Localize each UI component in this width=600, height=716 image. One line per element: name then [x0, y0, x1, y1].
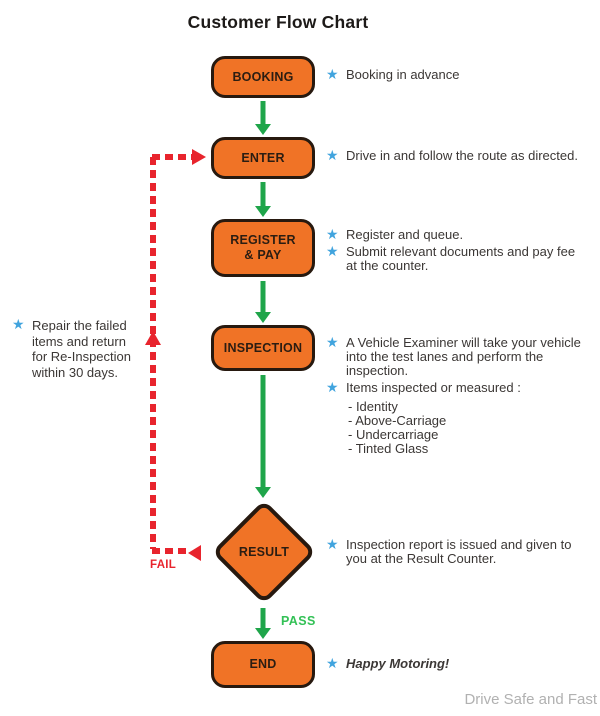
node-enter-label: ENTER — [241, 150, 285, 165]
arrow-enter-to-register-icon — [255, 182, 271, 217]
note-enter-text: Drive in and follow the route as directe… — [346, 148, 578, 163]
note-booking: ★ Booking in advance — [326, 66, 460, 82]
note-repair: ★ Repair the failed items and return for… — [12, 316, 182, 380]
watermark: Drive Safe and Fast — [464, 691, 597, 708]
node-booking: BOOKING — [211, 56, 315, 98]
node-inspection-label: INSPECTION — [223, 340, 303, 355]
note-register-1: ★ Register and queue. — [326, 226, 464, 242]
node-result: RESULT — [211, 499, 317, 605]
note-inspection-2-text: Items inspected or measured : — [346, 380, 521, 395]
star-icon: ★ — [326, 536, 339, 552]
inspection-items-list: - Identity - Above-Carriage - Undercarri… — [348, 400, 446, 456]
arrow-result-to-end-icon — [255, 608, 271, 639]
note-register-1-text: Register and queue. — [346, 227, 464, 242]
note-inspection-1-text: A Vehicle Examiner will take your vehicl… — [346, 335, 581, 378]
fail-arrowhead-right-icon — [192, 149, 206, 165]
fail-label: FAIL — [150, 559, 177, 571]
node-inspection: INSPECTION — [211, 325, 315, 371]
fail-path-bottom-horizontal — [152, 548, 187, 554]
arrow-booking-to-enter-icon — [255, 101, 271, 135]
fail-path-top-horizontal — [152, 154, 192, 160]
note-inspection-2: ★ Items inspected or measured : — [326, 379, 521, 395]
node-register-pay-label: REGISTER & PAY — [230, 233, 296, 262]
star-icon: ★ — [326, 147, 339, 163]
star-icon: ★ — [326, 243, 339, 259]
star-icon: ★ — [326, 226, 339, 242]
note-end-text: Happy Motoring! — [346, 656, 450, 671]
fail-arrowhead-left-icon — [188, 545, 201, 561]
star-icon: ★ — [326, 379, 339, 395]
note-result: ★ Inspection report is issued and given … — [326, 536, 572, 566]
inspection-item: - Tinted Glass — [348, 441, 429, 456]
note-end: ★ Happy Motoring! — [326, 655, 450, 671]
node-end-label: END — [249, 657, 277, 671]
pass-label: PASS — [281, 614, 316, 628]
inspection-item: - Undercarriage — [348, 427, 439, 442]
page-title: Customer Flow Chart — [187, 12, 369, 32]
note-enter: ★ Drive in and follow the route as direc… — [326, 147, 578, 163]
star-icon: ★ — [326, 655, 339, 671]
star-icon: ★ — [12, 316, 25, 332]
note-inspection-1: ★ A Vehicle Examiner will take your vehi… — [326, 334, 581, 378]
note-booking-text: Booking in advance — [346, 67, 460, 82]
fail-path-vertical — [150, 157, 156, 549]
star-icon: ★ — [326, 334, 339, 350]
inspection-item: - Identity — [348, 399, 398, 414]
note-repair-text: Repair the failed items and return for R… — [32, 318, 131, 380]
star-icon: ★ — [326, 66, 339, 82]
arrow-register-to-inspection-icon — [255, 281, 271, 323]
arrow-inspection-to-result-icon — [255, 375, 271, 498]
node-booking-label: BOOKING — [232, 69, 294, 84]
node-end: END — [211, 641, 315, 688]
note-register-2: ★ Submit relevant documents and pay fee … — [326, 243, 576, 273]
node-register-pay: REGISTER & PAY — [211, 219, 315, 277]
node-enter: ENTER — [211, 137, 315, 179]
note-result-text: Inspection report is issued and given to… — [346, 537, 572, 566]
node-result-label: RESULT — [238, 544, 290, 559]
fail-arrowhead-up-icon — [145, 331, 161, 345]
note-register-2-text: Submit relevant documents and pay fee at… — [346, 244, 576, 273]
inspection-item: - Above-Carriage — [348, 413, 447, 428]
